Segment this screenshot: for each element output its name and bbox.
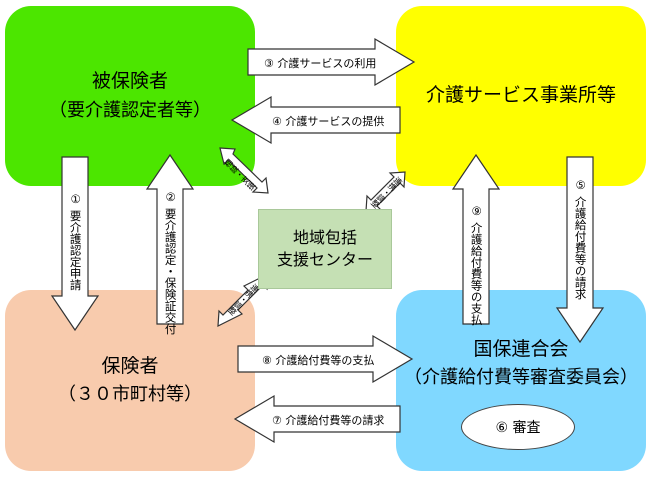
arrow-3 <box>247 37 416 87</box>
arrow-3-label: ③ 介護サービスの利用 <box>264 57 377 70</box>
center-line2: 支援センター <box>276 250 373 269</box>
insurer-subtitle: （３０市町村等） <box>58 384 202 406</box>
provider-title: 介護サービス事業所等 <box>425 84 616 107</box>
arrow-7-label: ⑦ 介護給付費等の請求 <box>272 414 385 427</box>
arrow-2 <box>145 153 195 325</box>
arrow-5-label: ⑤ 介護給付費等の請求 <box>573 178 588 300</box>
arrow-1 <box>50 156 100 332</box>
kokuho-federation-box: 国保連合会 （介護給付費等審査委員会） <box>396 290 646 471</box>
community-support-center-box: 地域包括 支援センター <box>258 209 392 289</box>
kokuho-title: 国保連合会 <box>473 337 569 360</box>
insured-person-box: 被保険者 （要介護認定者等） <box>5 6 255 186</box>
kokuho-subtitle: （介護給付費等審査委員会） <box>404 367 638 389</box>
insurer-box: 保険者 （３０市町村等） <box>5 290 255 471</box>
arrow-2-label: ② 要介護認定・保険証交付 <box>163 190 178 335</box>
insurer-title: 保険者 <box>101 354 159 377</box>
care-provider-box: 介護サービス事業所等 <box>396 6 646 186</box>
review-oval: ⑥ 審査 <box>461 404 575 450</box>
arrow-5 <box>555 156 605 344</box>
center-line1: 地域包括 <box>292 228 357 248</box>
arrow-4 <box>230 95 401 145</box>
arrow-1-label: ① 要介護認定申請 <box>68 192 83 291</box>
arrow-4-label: ④ 介護サービスの提供 <box>272 115 385 128</box>
link-insured-center <box>219 147 269 194</box>
arrow-9-label: ⑨ 介護給付費等の支払 <box>469 204 484 326</box>
arrow-8-label: ⑧ 介護給付費等の支払 <box>262 354 375 367</box>
insured-title: 被保険者 <box>91 70 168 93</box>
arrow-8 <box>237 334 414 384</box>
arrow-9 <box>451 153 501 325</box>
arrow-7 <box>233 394 401 444</box>
insured-subtitle: （要介護認定者等） <box>49 99 211 121</box>
